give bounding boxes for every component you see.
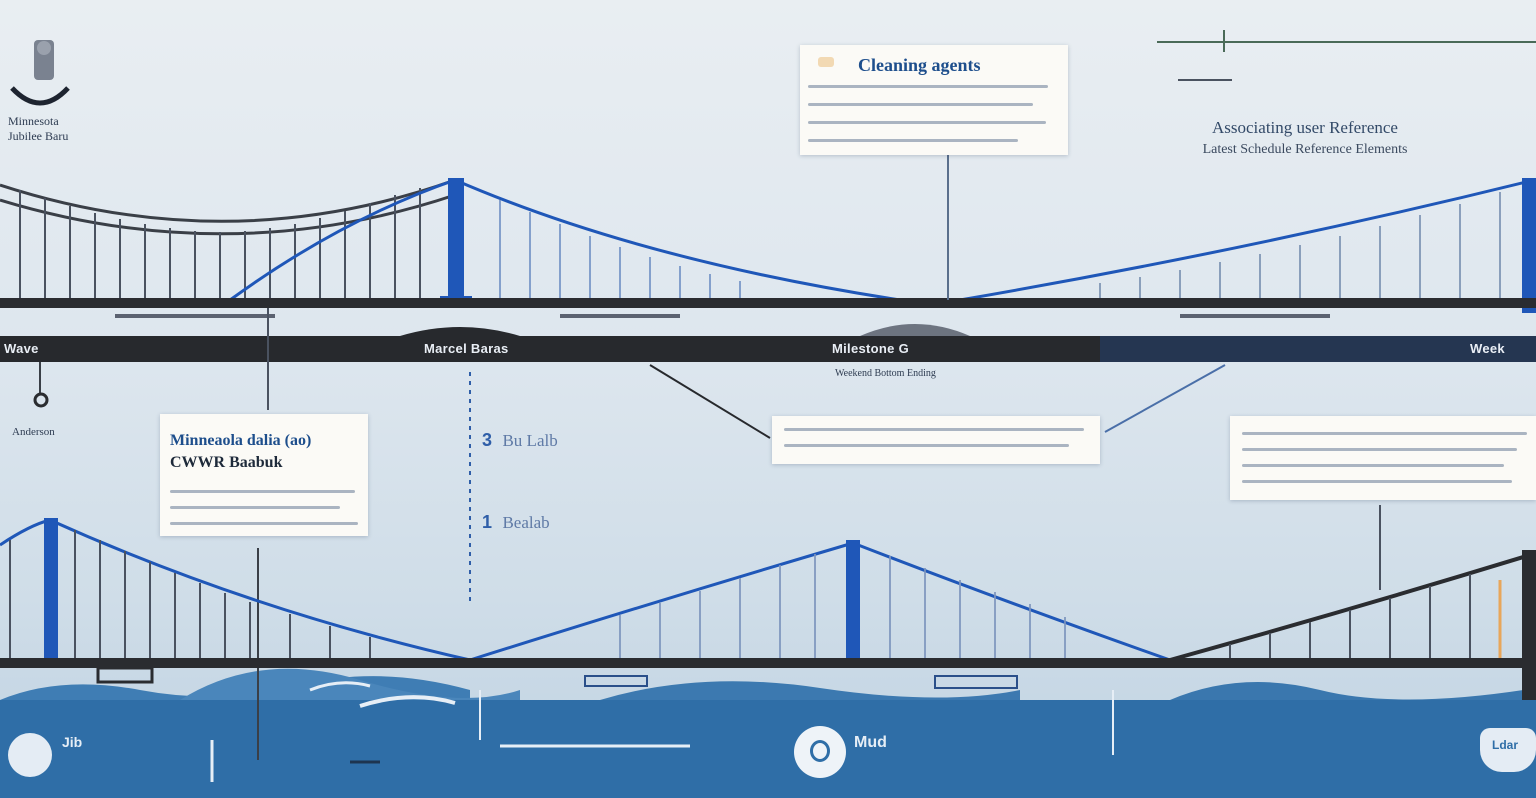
top-bridge-hangers-left (19, 188, 421, 300)
top-bridge-left-span (0, 178, 456, 236)
legend-marker-1: 1 (482, 512, 493, 532)
note-icon (818, 57, 834, 67)
legend-item-0: 3 Bu Lalb (482, 430, 558, 451)
left-callout: Minneaola dalia (ao) CWWR Baabuk (160, 414, 368, 536)
timeline-label-1: Marcel Baras (424, 341, 509, 356)
legend-label-0: Bu Lalb (502, 431, 558, 450)
logo-text: Minnesota Jubilee Baru (8, 114, 118, 144)
logo-line1: Minnesota (8, 114, 59, 128)
top-callout: Cleaning agents (800, 45, 1068, 155)
logo-mark (10, 40, 70, 106)
center-badge-icon (794, 726, 846, 778)
bottom-deck (0, 658, 1536, 668)
left-marker-label: Anderson (12, 426, 55, 438)
logo-line2: Jubilee Baru (8, 129, 69, 143)
bottom-tower-left (44, 518, 58, 666)
timeline-label-3: Week (1470, 341, 1505, 356)
top-tower-left (448, 178, 464, 308)
right-badge-icon (1480, 728, 1536, 772)
right-callout (1230, 416, 1536, 500)
face-icon (810, 740, 830, 762)
left-badge-icon (8, 733, 52, 777)
timeline-label-2: Milestone G (832, 341, 909, 356)
left-callout-subtitle: CWWR Baabuk (170, 454, 283, 471)
bottom-tower-center (846, 540, 860, 666)
legend-item-1: 1 Bealab (482, 512, 550, 533)
legend-label-1: Bealab (502, 513, 550, 532)
top-right-title: Associating user Reference (1212, 118, 1398, 137)
timeline-label-0: Wave (4, 341, 39, 356)
top-deck (0, 298, 1536, 308)
bottom-label-right: Ldar (1492, 738, 1519, 752)
top-right-heading: Associating user Reference Latest Schedu… (1130, 118, 1480, 158)
top-tower-right (1522, 178, 1536, 313)
bottom-bridge-right-span (1169, 553, 1531, 662)
left-marker-dot (33, 392, 49, 408)
top-callout-title: Cleaning agents (858, 55, 981, 75)
bottom-label-center: Mud (854, 734, 887, 751)
top-bridge-right-span (959, 180, 1527, 302)
timeline-sub-label: Weekend Bottom Ending (835, 368, 936, 379)
left-callout-title: Minneaola dalia (ao) (170, 432, 312, 449)
top-bridge-blue-span (229, 178, 901, 302)
water-band (0, 700, 1536, 798)
middle-callout (772, 416, 1100, 464)
top-right-subtitle: Latest Schedule Reference Elements (1202, 142, 1408, 157)
bottom-label-left: Jib (62, 734, 83, 750)
legend-marker-0: 3 (482, 430, 493, 450)
